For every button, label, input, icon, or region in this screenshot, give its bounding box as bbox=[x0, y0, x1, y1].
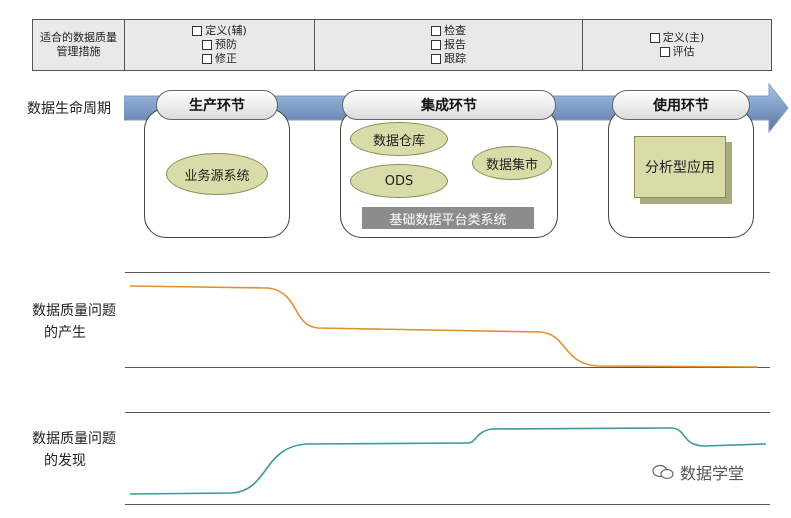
measure-item: 预防 bbox=[202, 38, 237, 52]
watermark-text: 数据学堂 bbox=[680, 464, 745, 483]
discovery-top-line bbox=[125, 412, 770, 413]
checkbox-icon bbox=[649, 33, 660, 43]
checkbox-icon bbox=[192, 26, 203, 36]
measure-item: 定义(主) bbox=[649, 31, 704, 45]
ellipse-ods: ODS bbox=[350, 164, 448, 198]
measure-item: 检查 bbox=[431, 24, 466, 38]
checkbox-icon bbox=[659, 47, 670, 57]
generation-label-line1: 数据质量问题 bbox=[32, 303, 116, 319]
lifecycle-label: 数据生命周期 bbox=[27, 101, 111, 117]
stage-production-title: 生产环节 bbox=[156, 90, 278, 120]
ellipse-source-system: 业务源系统 bbox=[166, 153, 268, 195]
chat-bubbles-icon bbox=[652, 464, 674, 480]
measures-col-integration: 检查 报告 跟踪 bbox=[315, 20, 583, 70]
checkbox-icon bbox=[202, 54, 212, 64]
ellipse-data-mart: 数据集市 bbox=[472, 146, 552, 180]
discovery-label-line1: 数据质量问题 bbox=[32, 431, 116, 447]
measure-item: 修正 bbox=[202, 52, 237, 66]
measures-table: 适合的数据质量管理措施 定义(辅) 预防 修正 检查 报告 跟踪 定义(主) 评… bbox=[32, 19, 772, 71]
measures-header-text: 适合的数据质量管理措施 bbox=[40, 31, 117, 58]
stage-usage-title: 使用环节 bbox=[612, 90, 750, 120]
discovery-label-line2: 的发现 bbox=[44, 453, 86, 469]
checkbox-icon bbox=[431, 40, 441, 50]
checkbox-icon bbox=[431, 54, 441, 64]
checkbox-icon bbox=[431, 26, 441, 36]
generation-top-line bbox=[125, 272, 770, 273]
measure-item: 报告 bbox=[431, 38, 466, 52]
generation-bottom-line bbox=[125, 367, 770, 368]
stage-integration-title: 集成环节 bbox=[342, 90, 556, 120]
measures-col-production: 定义(辅) 预防 修正 bbox=[125, 20, 315, 70]
generation-label-line2: 的产生 bbox=[44, 325, 86, 341]
analytic-app-box: 分析型应用 bbox=[634, 136, 726, 198]
measure-item: 定义(辅) bbox=[192, 24, 247, 38]
discovery-curve bbox=[129, 427, 767, 495]
measures-col-usage: 定义(主) 评估 bbox=[583, 20, 771, 70]
generation-curve bbox=[129, 285, 759, 368]
ellipse-data-warehouse: 数据仓库 bbox=[350, 122, 448, 156]
checkbox-icon bbox=[202, 40, 212, 50]
watermark: 数据学堂 bbox=[652, 460, 744, 484]
measure-item: 评估 bbox=[659, 45, 695, 59]
base-platform-bar: 基础数据平台类系统 bbox=[362, 207, 534, 229]
discovery-bottom-line bbox=[125, 504, 770, 505]
measures-header: 适合的数据质量管理措施 bbox=[33, 20, 125, 70]
measure-item: 跟踪 bbox=[431, 52, 466, 66]
